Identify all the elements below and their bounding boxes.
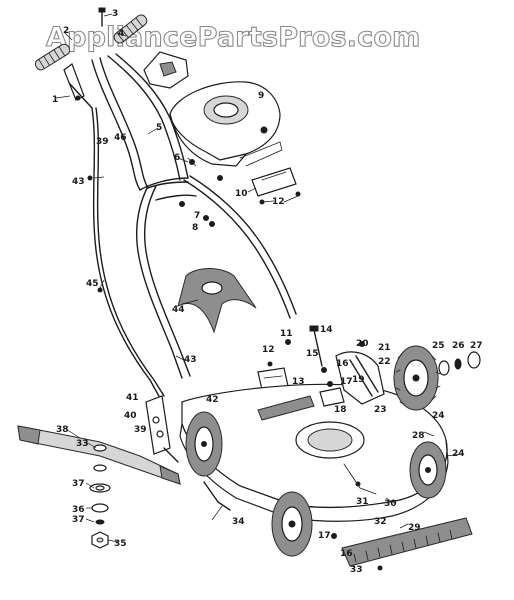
- callout-12: 12: [272, 197, 285, 207]
- callout-25: 25: [432, 341, 445, 351]
- callout-37b: 37: [72, 515, 85, 525]
- callout-13: 13: [292, 377, 305, 387]
- callout-16: 16: [336, 359, 349, 369]
- callout-21: 21: [378, 343, 391, 353]
- callout-3: 3: [112, 9, 118, 19]
- front-right-wheel: [409, 441, 447, 499]
- handle-grips: [34, 14, 148, 71]
- callout-38: 38: [56, 425, 69, 435]
- callout-31: 31: [356, 497, 369, 507]
- callout-24b: 24: [452, 449, 465, 459]
- callout-9: 9: [258, 91, 264, 101]
- callout-39b: 39: [134, 425, 147, 435]
- mower-blade: [17, 425, 181, 485]
- callout-17: 17: [340, 377, 353, 387]
- callout-22: 22: [378, 357, 391, 367]
- callout-24: 24: [432, 411, 445, 421]
- watermark-text: AppliancePartsPros.com: [46, 22, 420, 53]
- lever-bracket: [145, 395, 179, 463]
- callout-36: 36: [72, 505, 85, 515]
- mower-deck: [179, 383, 449, 522]
- callout-43: 43: [72, 177, 85, 187]
- callout-27: 27: [470, 341, 483, 351]
- callout-39: 39: [96, 137, 109, 147]
- blade-hardware: [89, 464, 111, 549]
- callout-16b: 16: [340, 549, 353, 559]
- callout-46: 46: [114, 133, 127, 143]
- callout-2: 2: [63, 26, 69, 36]
- callout-23: 23: [374, 405, 387, 415]
- wheel-adjuster: [319, 341, 385, 407]
- callout-29: 29: [408, 523, 421, 533]
- callout-45: 45: [86, 279, 99, 289]
- rear-right-wheel: [393, 345, 441, 411]
- control-lever: [63, 63, 93, 109]
- callout-6: 6: [174, 153, 180, 163]
- deck-baffle: [331, 517, 473, 571]
- callout-30: 30: [384, 499, 397, 509]
- callout-10: 10: [235, 189, 248, 199]
- callout-40: 40: [124, 411, 137, 421]
- callout-32: 32: [374, 517, 387, 527]
- leader-lines: [55, 13, 463, 543]
- callout-34: 34: [232, 517, 245, 527]
- handle-guard: [177, 268, 257, 334]
- mounting-plate: [251, 167, 301, 205]
- callout-35: 35: [114, 539, 127, 549]
- callout-19: 19: [352, 375, 365, 385]
- control-cable: [87, 107, 165, 399]
- axle-bolts: [285, 325, 327, 373]
- callout-26: 26: [452, 341, 465, 351]
- discharge-link: [203, 481, 231, 511]
- engine-cover: [169, 81, 283, 167]
- rear-left-wheel: [185, 411, 223, 477]
- callout-20: 20: [356, 339, 369, 349]
- shroud-bracket: [143, 51, 189, 89]
- callout-12b: 12: [262, 345, 275, 355]
- callout-labels: 3 2 4 1 9 5 39 46 6 43 10 12 7 8 45 44 1…: [52, 9, 483, 575]
- callout-4: 4: [118, 29, 124, 39]
- callout-18: 18: [334, 405, 347, 415]
- screw: [98, 7, 106, 27]
- front-left-wheel: [271, 491, 313, 557]
- callout-28: 28: [412, 431, 425, 441]
- callout-44: 44: [172, 305, 185, 315]
- callout-1: 1: [52, 95, 58, 105]
- callout-7: 7: [194, 211, 200, 221]
- callout-5: 5: [156, 123, 162, 133]
- lower-handle: [136, 175, 297, 379]
- upper-handle: [91, 53, 189, 191]
- callout-43b: 43: [184, 355, 197, 365]
- callout-37: 37: [72, 479, 85, 489]
- callout-15: 15: [306, 349, 319, 359]
- callout-41: 41: [126, 393, 139, 403]
- callout-33b: 33: [350, 565, 363, 575]
- callout-33: 33: [76, 439, 89, 449]
- callout-11: 11: [280, 329, 293, 339]
- wheel-hub-parts: [438, 351, 481, 376]
- callout-14: 14: [320, 325, 333, 335]
- bolts: [179, 157, 223, 227]
- callout-42: 42: [206, 395, 219, 405]
- callout-17b: 17: [318, 531, 331, 541]
- callout-8: 8: [192, 223, 198, 233]
